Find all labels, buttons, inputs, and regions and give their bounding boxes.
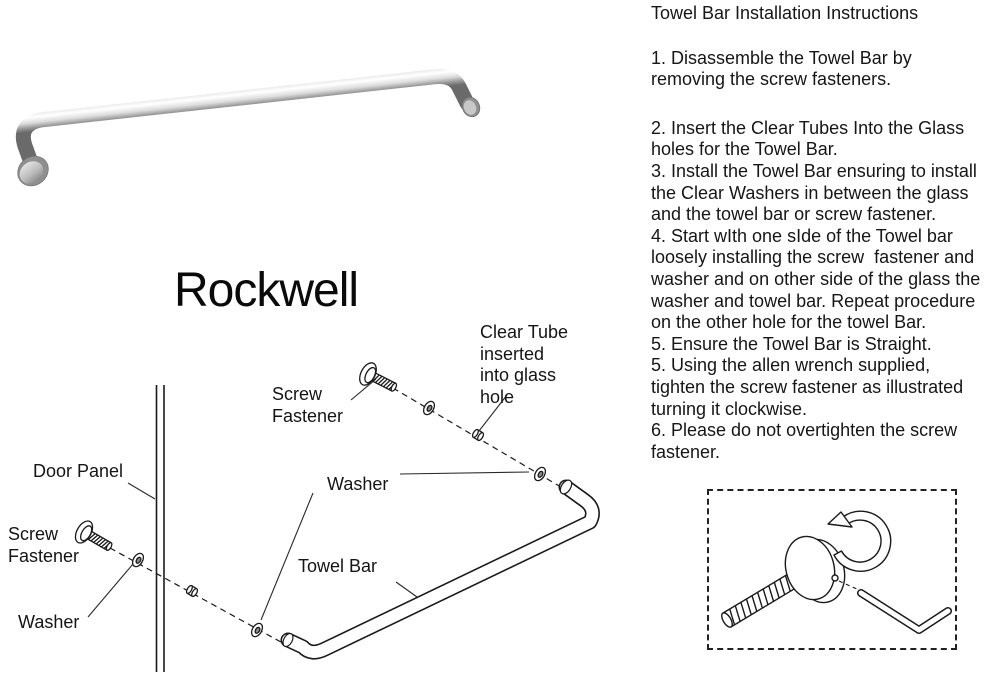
label-clear-tube-line4: hole xyxy=(480,387,514,407)
right-end-cap xyxy=(461,96,481,118)
washer-upper-2-drawing xyxy=(531,464,549,484)
label-screw-fastener-upper-line2: Fastener xyxy=(272,406,343,426)
tighten-screw-inset-box xyxy=(707,489,957,650)
instruction-step-4: 4. Start wIth one sIde of the Towel bar … xyxy=(651,225,981,333)
set-screw-hole xyxy=(831,574,839,582)
label-towel-bar: Towel Bar xyxy=(298,556,377,576)
washer-upper-1-drawing xyxy=(420,398,438,418)
label-washer-lower: Washer xyxy=(18,612,79,632)
left-end-cap xyxy=(17,155,49,187)
label-clear-tube-line2: inserted xyxy=(480,344,544,364)
label-screw-fastener-lower-line1: Screw xyxy=(8,524,59,544)
label-screw-fastener-lower-line2: Fastener xyxy=(8,546,79,566)
instruction-step-1: 1. Disassemble the Towel Bar by removing… xyxy=(651,47,912,90)
screw-allen-wrench-drawing xyxy=(721,510,952,634)
washer-lower-1-drawing xyxy=(129,550,147,570)
label-washer-middle: Washer xyxy=(327,474,388,494)
instruction-step-5a: 5. Ensure the Towel Bar is Straight. xyxy=(651,333,932,354)
door-panel-glass-edge xyxy=(155,385,165,672)
installation-instructions: Towel Bar Installation Instructions 1. D… xyxy=(651,3,994,463)
clear-tube-upper-drawing xyxy=(470,427,486,443)
exploded-assembly-diagram: Door Panel Screw Fastener Clear Tube ins… xyxy=(8,322,600,672)
allen-wrench-drawing xyxy=(857,589,952,634)
screw-head-disc-drawing xyxy=(784,535,846,604)
instruction-step-3: 3. Install the Towel Bar ensuring to ins… xyxy=(651,160,977,225)
label-leader-lines xyxy=(87,378,530,621)
label-clear-tube-line3: into glass xyxy=(480,365,556,385)
towel-bar-drawing xyxy=(280,479,600,660)
instruction-step-6: 6. Please do not overtighten the screw f… xyxy=(651,420,958,462)
towel-bar-product-photo xyxy=(15,69,481,187)
washer-lower-2-drawing xyxy=(248,620,266,640)
instructions-title: Towel Bar Installation Instructions xyxy=(651,3,919,23)
label-door-panel: Door Panel xyxy=(33,461,123,481)
wrench-guide-dashed-line xyxy=(838,580,860,591)
assembly-axis-lines xyxy=(109,387,567,648)
clockwise-rotation-arrow xyxy=(827,510,892,572)
instruction-step-5b: 5. Using the allen wrench supplied, tigh… xyxy=(651,355,964,419)
brand-title: Rockwell xyxy=(174,264,359,317)
label-screw-fastener-upper-line1: Screw xyxy=(272,384,323,404)
label-clear-tube-line1: Clear Tube xyxy=(480,322,568,342)
instruction-step-2: 2. Insert the Clear Tubes Into the Glass… xyxy=(651,117,965,160)
screw-fastener-upper-drawing xyxy=(355,359,402,400)
chrome-bar xyxy=(15,69,481,187)
